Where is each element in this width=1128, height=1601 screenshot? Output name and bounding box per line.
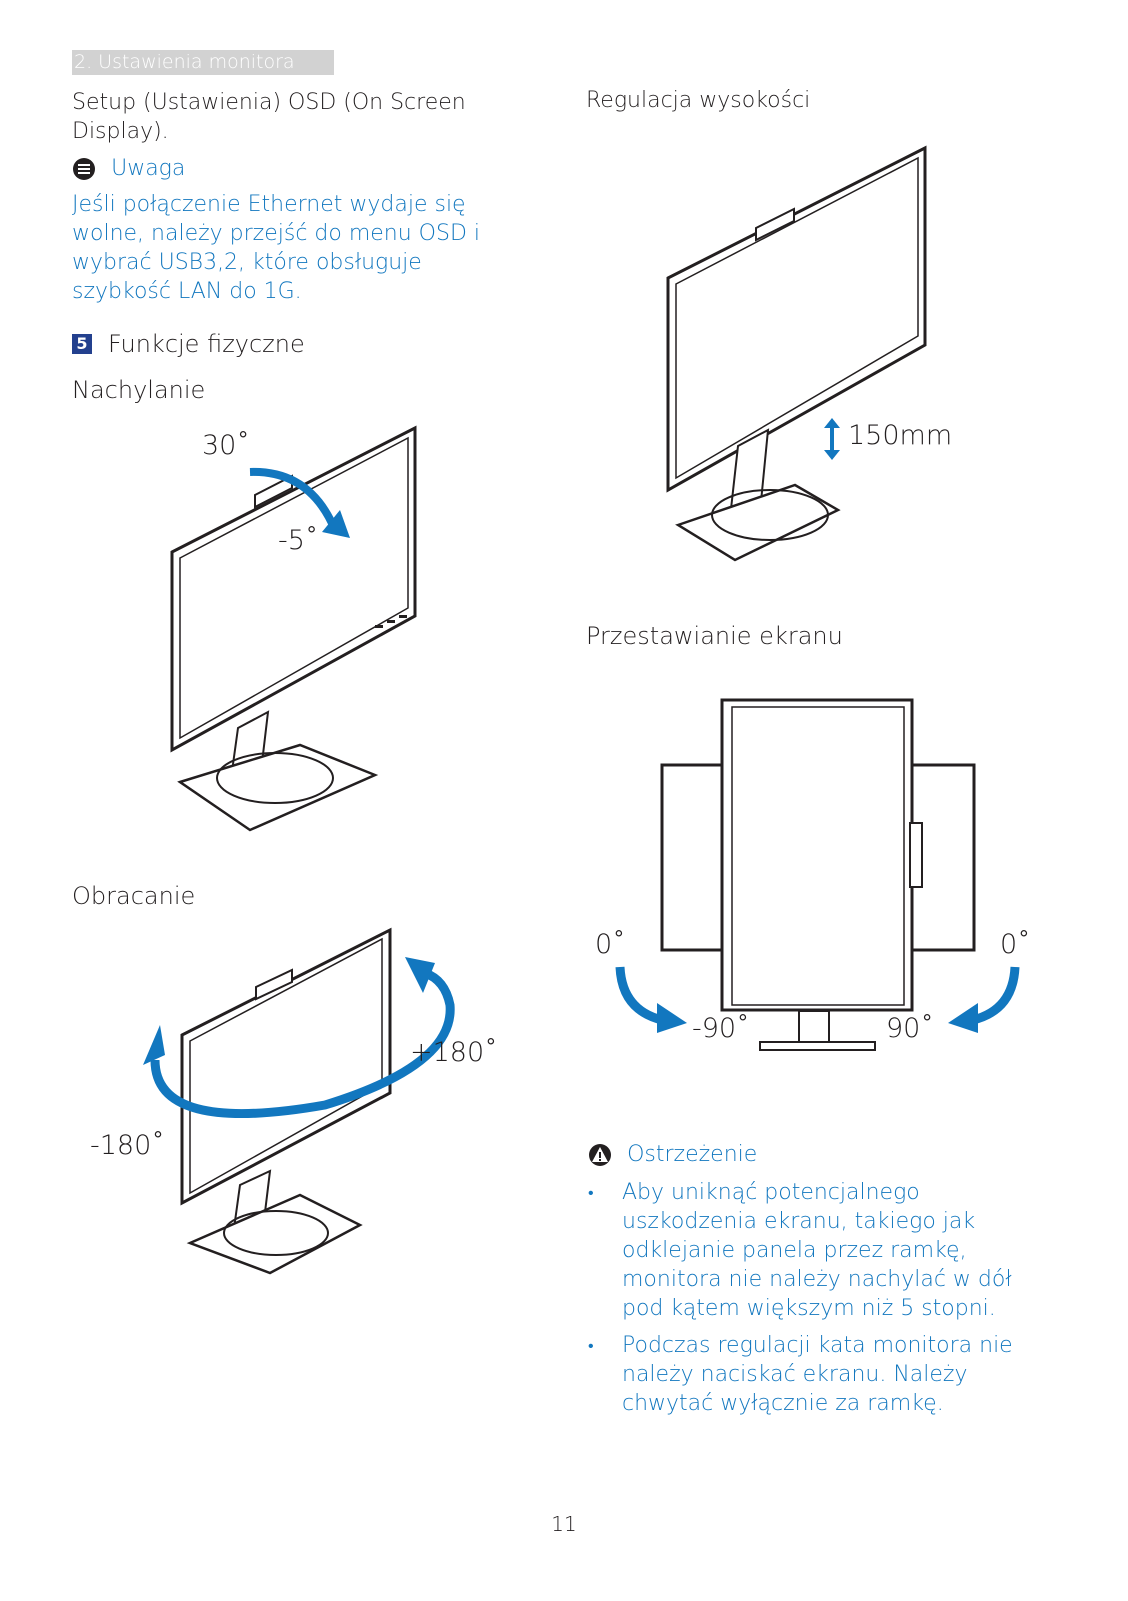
tilt-up-angle: 30˚ (202, 430, 250, 461)
section-tab: 2. Ustawienia monitora (72, 50, 334, 75)
intro-text: Setup (Ustawienia) OSD (On Screen Displa… (72, 90, 466, 144)
warning-item: Aby uniknąć potencjalnego uszkodzenia ek… (586, 1178, 1036, 1323)
section-title: Funkcje fizyczne (108, 330, 305, 358)
section-heading: 5 Funkcje fizyczne (72, 330, 305, 358)
swivel-figure: +180˚ -180˚ (80, 925, 500, 1285)
pivot-monitor-drawing (660, 698, 976, 1051)
warning-icon (589, 1143, 611, 1166)
tilt-figure: 30˚ -5˚ (150, 420, 450, 840)
note-heading: Uwaga (72, 154, 185, 183)
pivot-figure: 0˚ 0˚ -90˚ 90˚ (590, 695, 1040, 1065)
page-number: 11 (551, 1512, 577, 1536)
height-value: 150mm (848, 420, 953, 451)
curved-arrow-icon (143, 957, 455, 1119)
tilt-down-angle: -5˚ (278, 525, 319, 556)
pivot-left-start: 0˚ (595, 929, 626, 960)
warning-item: Podczas regulacji kata monitora nie nale… (586, 1331, 1036, 1418)
section-number: 5 (72, 334, 92, 354)
tilt-monitor-drawing (170, 425, 417, 832)
pivot-right-end: 90˚ (886, 1013, 934, 1044)
pivot-title: Przestawianie ekranu (586, 622, 843, 650)
warning-list: Aby uniknąć potencjalnego uszkodzenia ek… (586, 1178, 1036, 1426)
note-icon (73, 157, 95, 180)
height-monitor-drawing (666, 145, 927, 562)
height-figure: 150mm (660, 140, 960, 562)
pivot-left-end: -90˚ (692, 1013, 750, 1044)
swivel-plus-angle: +180˚ (410, 1037, 498, 1068)
curved-arrow-icon (948, 966, 1020, 1033)
pivot-right-start: 0˚ (1000, 929, 1031, 960)
curved-arrow-icon (249, 467, 350, 538)
swivel-minus-angle: -180˚ (90, 1130, 165, 1161)
warning-heading: Ostrzeżenie (588, 1140, 757, 1169)
height-arrow-icon (824, 418, 840, 460)
height-title: Regulacja wysokości (586, 88, 811, 113)
tilt-title: Nachylanie (72, 376, 206, 404)
swivel-monitor-drawing (180, 927, 392, 1275)
swivel-title: Obracanie (72, 882, 196, 910)
warning-title: Ostrzeżenie (627, 1142, 758, 1167)
note-title: Uwaga (111, 156, 186, 181)
curved-arrow-icon (615, 966, 687, 1033)
note-text: Jeśli połączenie Ethernet wydaje się wol… (72, 192, 481, 304)
